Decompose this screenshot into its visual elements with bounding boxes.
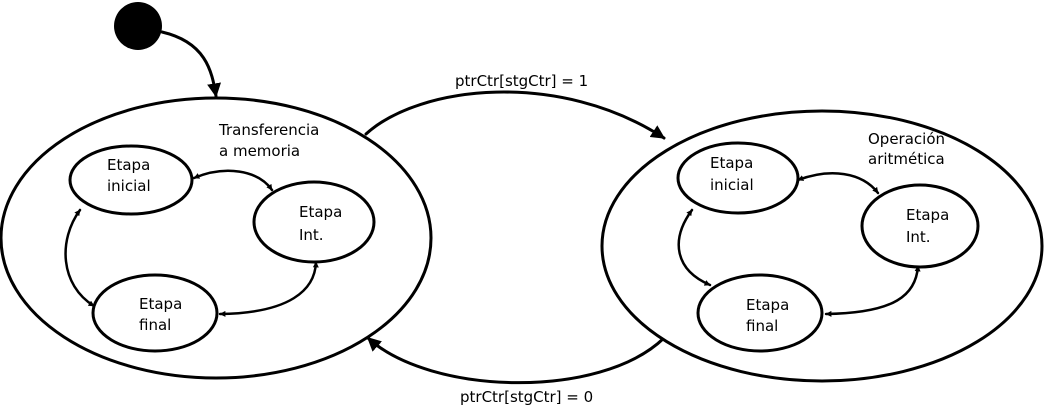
- transition-label-top: ptrCtr[stgCtr] = 1: [455, 72, 588, 90]
- left-substate-initial-line2: inicial: [107, 177, 151, 195]
- left-substate-final-line1: Etapa: [139, 295, 182, 313]
- right-substate-intermediate: [860, 183, 980, 269]
- transition-label-bottom: ptrCtr[stgCtr] = 0: [460, 388, 593, 406]
- right-arrow-int-final: [824, 264, 921, 317]
- right-substate-final-line1: Etapa: [746, 296, 789, 314]
- left-substate-final: [91, 273, 219, 353]
- left-arrow-int-final: [218, 260, 319, 317]
- left-substate-intermediate-line2: Int.: [299, 226, 324, 244]
- left-arrow-initial-final: [64, 208, 96, 308]
- left-substate-intermediate: [252, 180, 376, 264]
- right-substate-intermediate-line1: Etapa: [906, 206, 949, 224]
- right-substate-final: [696, 273, 824, 353]
- left-substate-initial-line1: Etapa: [107, 156, 150, 174]
- transition-arrow-to-arithmetic: [364, 90, 666, 140]
- arithmetic-title-line2: aritmética: [868, 150, 945, 168]
- right-substate-final-line2: final: [746, 317, 778, 335]
- arithmetic-title-line1: Operación: [868, 130, 945, 148]
- memory-transfer-title-line2: a memoria: [219, 142, 300, 160]
- left-substate-initial: [68, 144, 194, 216]
- memory-transfer-title-line1: Transferencia: [218, 121, 319, 139]
- right-substate-initial-line2: inicial: [710, 176, 754, 194]
- right-substate-initial: [676, 141, 800, 215]
- initial-state-dot: [114, 2, 162, 50]
- right-arrow-initial-final: [677, 208, 712, 287]
- composite-state-arithmetic: [600, 109, 1044, 383]
- right-arrow-initial-int: [796, 172, 880, 195]
- initial-transition-arrow: [160, 30, 222, 98]
- right-substate-intermediate-line2: Int.: [906, 228, 931, 246]
- left-substate-intermediate-line1: Etapa: [299, 203, 342, 221]
- left-arrow-initial-int: [192, 169, 274, 192]
- right-substate-initial-line1: Etapa: [710, 154, 753, 172]
- left-substate-final-line2: final: [139, 316, 171, 334]
- transition-arrow-to-memory: [366, 336, 666, 385]
